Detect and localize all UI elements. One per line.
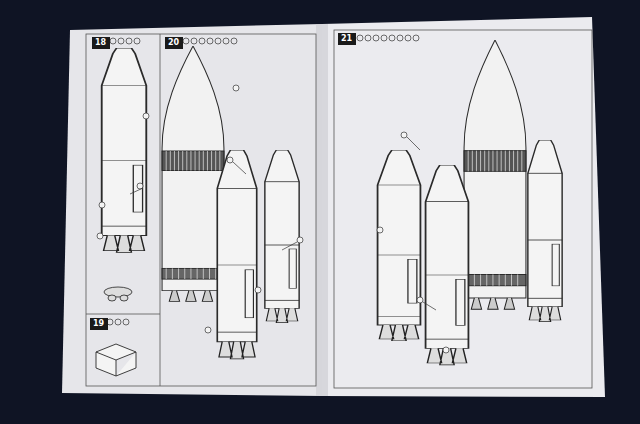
callout-markers — [97, 85, 449, 353]
step-number-badge: 19 — [90, 318, 108, 330]
page-fold — [316, 24, 328, 396]
booster-drawing — [217, 150, 256, 359]
divider-line — [86, 314, 160, 315]
core-stage-drawing — [464, 40, 526, 309]
booster-drawing — [102, 48, 147, 252]
step-number-badge: 21 — [338, 33, 356, 45]
step-number-badge: 18 — [92, 37, 110, 49]
divider-line — [160, 34, 161, 386]
left-page — [62, 24, 322, 396]
right-page — [322, 17, 605, 397]
core-stage-drawing — [162, 46, 224, 301]
step-number: 18 — [95, 39, 107, 47]
step-icons — [107, 35, 419, 325]
step-frame — [334, 30, 592, 388]
step-number: 21 — [341, 35, 353, 43]
nozzle-cluster — [104, 287, 132, 301]
booster-drawing — [378, 150, 421, 341]
booster-drawing — [528, 140, 562, 322]
booster-drawing — [426, 165, 469, 365]
bracket-part — [96, 344, 136, 376]
step-number: 19 — [93, 320, 105, 328]
step-number: 20 — [168, 39, 180, 47]
step-number-badge: 20 — [165, 37, 183, 49]
step-frame — [86, 34, 316, 386]
booster-drawing — [265, 150, 299, 323]
